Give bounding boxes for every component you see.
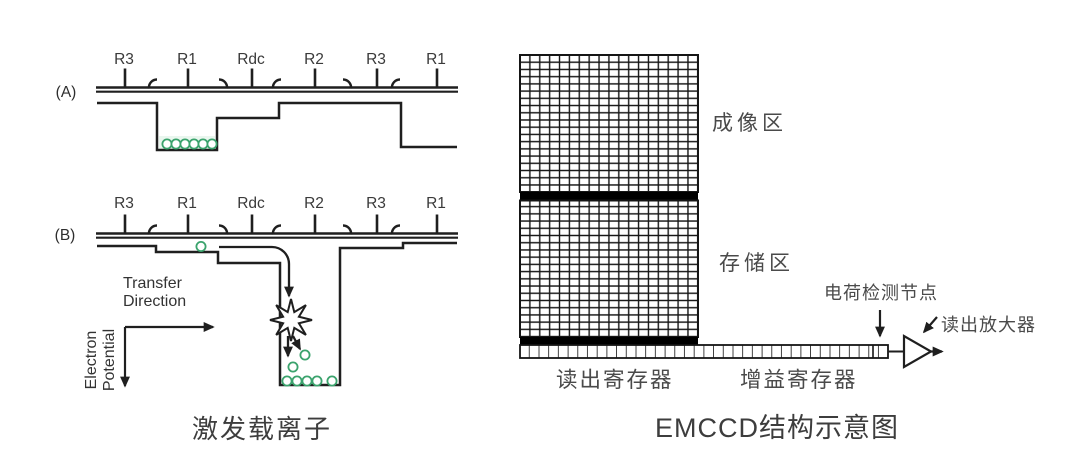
electron-on-ledge bbox=[195, 240, 207, 252]
transfer-direction-label-line2: Direction bbox=[123, 293, 186, 310]
electrode-label: R1 bbox=[426, 195, 446, 212]
stored-electrons-a bbox=[161, 138, 218, 150]
electrode-label: Rdc bbox=[237, 51, 265, 68]
ionization-arrow-diagonal bbox=[291, 335, 302, 351]
gate-electrode-row-a bbox=[94, 67, 460, 93]
electrode-labels-b: R3 R1 Rdc R2 R3 R1 bbox=[114, 195, 446, 212]
electrode-label: R2 bbox=[304, 195, 324, 212]
diagram-a: (A) R3 R1 Rdc R2 R3 R1 bbox=[56, 51, 460, 152]
left-caption: 激发载离子 bbox=[192, 414, 332, 444]
potential-profile-a bbox=[97, 101, 457, 152]
impact-ionization-panel: (A) R3 R1 Rdc R2 R3 R1 (B) bbox=[55, 51, 460, 444]
diagram-b: (B) R3 R1 Rdc R2 R3 R1 bbox=[55, 195, 460, 391]
amplifier-triangle bbox=[902, 334, 934, 369]
electrode-label: R2 bbox=[304, 51, 324, 68]
electrode-label: R3 bbox=[366, 51, 386, 68]
gate-electrode-row-b bbox=[94, 213, 460, 239]
electrode-label: R1 bbox=[426, 51, 446, 68]
electrode-labels-a: R3 R1 Rdc R2 R3 R1 bbox=[114, 51, 446, 68]
diagram-b-label: (B) bbox=[55, 227, 76, 244]
imaging-area-label: 成像区 bbox=[712, 112, 787, 135]
transfer-direction-label-line1: Transfer bbox=[123, 275, 183, 292]
charge-detection-node-label: 电荷检测节点 bbox=[824, 283, 938, 303]
emccd-structure-panel: 成像区 存储区 读出寄存器 增益寄存器 电荷检测节点 读出放大器 EMCCD结构… bbox=[519, 54, 1036, 443]
multiplied-electrons-b bbox=[281, 349, 338, 387]
potential-profile-b bbox=[97, 241, 457, 387]
electrode-label: R1 bbox=[177, 51, 197, 68]
imaging-area-grid bbox=[519, 54, 699, 193]
transfer-arrow bbox=[219, 245, 294, 298]
electrode-label: R3 bbox=[366, 195, 386, 212]
readout-amplifier-label: 读出放大器 bbox=[941, 315, 1036, 335]
storage-area-grid bbox=[519, 199, 699, 338]
electron-potential-line1: Electron bbox=[83, 331, 100, 390]
electrode-label: Rdc bbox=[237, 195, 265, 212]
electron-potential-line2: Potential bbox=[101, 329, 118, 391]
electrode-label: R3 bbox=[114, 195, 134, 212]
impact-ionization-star bbox=[269, 298, 313, 342]
storage-area-label: 存储区 bbox=[719, 252, 794, 275]
right-caption: EMCCD结构示意图 bbox=[655, 413, 899, 443]
readout-register-label: 读出寄存器 bbox=[556, 368, 674, 392]
electron-potential-axis-label: Electron Potential bbox=[83, 329, 118, 391]
register-row bbox=[519, 344, 889, 359]
electrode-label: R1 bbox=[177, 195, 197, 212]
storage-readout-divider bbox=[520, 337, 698, 345]
electrode-label: R3 bbox=[114, 51, 134, 68]
gain-register-label: 增益寄存器 bbox=[740, 368, 858, 392]
amplifier-pointer-arrow bbox=[922, 316, 938, 334]
imaging-storage-divider bbox=[520, 192, 698, 201]
diagram-a-label: (A) bbox=[56, 84, 77, 101]
